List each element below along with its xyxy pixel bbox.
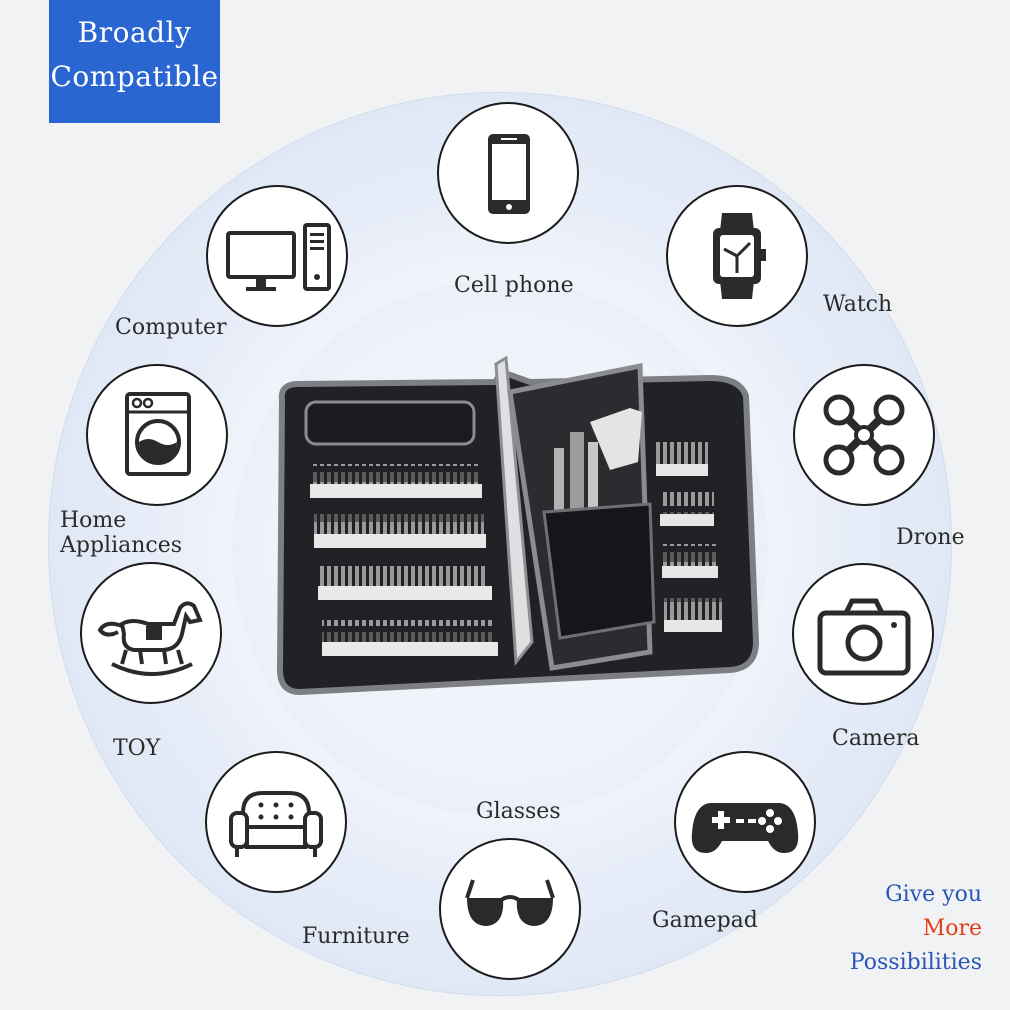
screwdriver-kit-image bbox=[276, 355, 760, 696]
bit-row-4 bbox=[322, 620, 498, 656]
rocking-horse-icon bbox=[97, 601, 203, 676]
furniture-label: Furniture bbox=[302, 924, 410, 949]
camera-label: Camera bbox=[832, 726, 920, 751]
furniture-circle bbox=[205, 751, 347, 893]
bit-row-3 bbox=[318, 566, 492, 600]
home-appliances-circle bbox=[86, 364, 228, 506]
tagline-line-3: Possibilities bbox=[849, 950, 982, 975]
computer-label: Computer bbox=[115, 315, 227, 340]
badge-line-2: Compatible bbox=[50, 60, 219, 93]
glasses-label: Glasses bbox=[476, 799, 561, 824]
gamepad-circle bbox=[674, 751, 816, 893]
watch-icon bbox=[713, 213, 766, 299]
tagline-line-1: Give you bbox=[885, 882, 982, 907]
home-label-line-2: Appliances bbox=[60, 533, 183, 558]
computer-circle bbox=[206, 185, 348, 327]
compatibility-badge: Broadly Compatible bbox=[49, 0, 220, 123]
computer-icon bbox=[226, 223, 331, 291]
toy-circle bbox=[80, 562, 222, 704]
drone-label: Drone bbox=[896, 525, 965, 550]
camera-icon bbox=[817, 598, 911, 676]
sunglasses-icon bbox=[465, 879, 555, 926]
home-label-line-1: Home bbox=[60, 508, 127, 533]
cell-phone-label: Cell phone bbox=[454, 273, 574, 298]
gamepad-label: Gamepad bbox=[652, 908, 758, 933]
toy-label: TOY bbox=[113, 736, 161, 761]
drone-circle bbox=[793, 364, 935, 506]
badge-line-1: Broadly bbox=[77, 16, 192, 49]
camera-circle bbox=[792, 563, 934, 705]
watch-label: Watch bbox=[823, 292, 893, 317]
cell-phone-icon bbox=[488, 134, 530, 214]
glasses-circle bbox=[439, 838, 581, 980]
gamepad-icon bbox=[691, 803, 799, 853]
home-appliances-label: Home Appliances bbox=[60, 508, 182, 558]
tagline: Give you More Possibilities bbox=[850, 878, 982, 980]
sofa-icon bbox=[229, 791, 323, 857]
bit-row-2 bbox=[314, 514, 486, 548]
bit-row-1 bbox=[310, 464, 482, 498]
tagline-line-2: More bbox=[922, 916, 982, 941]
washing-machine-icon bbox=[125, 392, 191, 476]
cell-phone-circle bbox=[437, 102, 579, 244]
drone-icon bbox=[823, 394, 905, 476]
watch-circle bbox=[666, 185, 808, 327]
